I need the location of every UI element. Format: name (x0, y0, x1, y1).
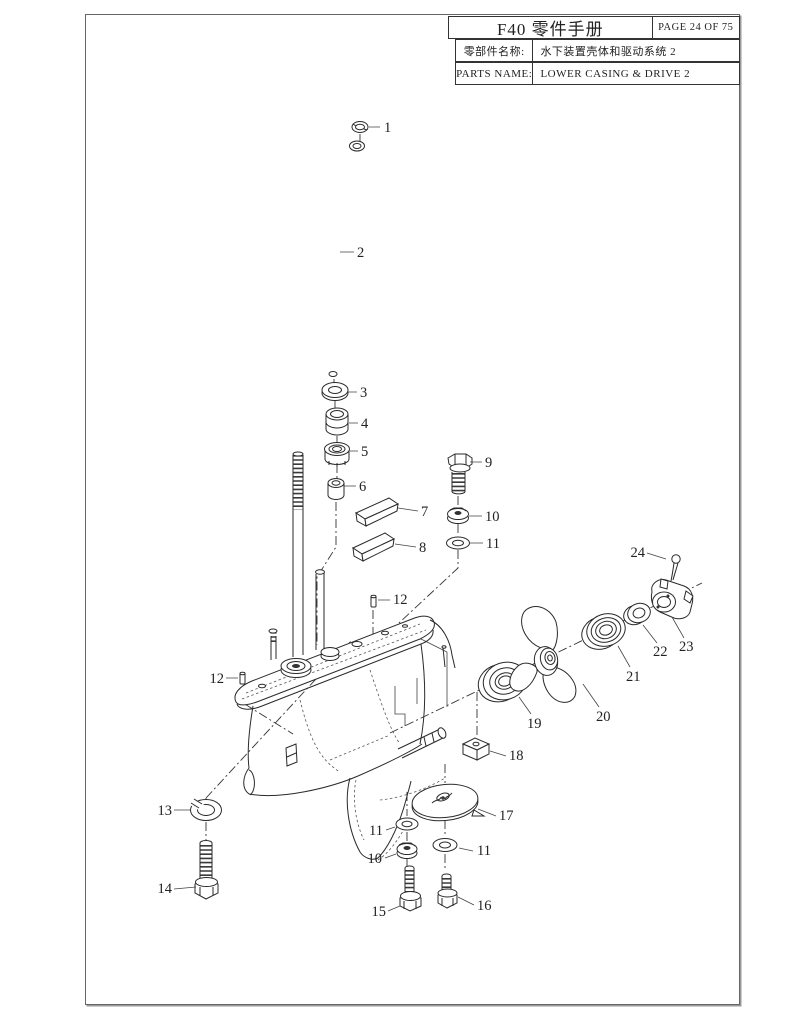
part-3-washer (321, 382, 349, 401)
callout-2: 2 (357, 245, 364, 261)
callout-1: 1 (384, 120, 391, 136)
part-4-bushing (325, 407, 349, 436)
callout-6: 6 (359, 479, 366, 495)
callout-19: 19 (527, 716, 542, 732)
page-border (85, 14, 740, 1005)
center-lines (205, 134, 703, 871)
part-11-washer (446, 536, 470, 550)
part-21-spacer-bearing (581, 613, 626, 650)
part-24-cotter-pin (670, 554, 681, 582)
callout-10: 10 (485, 509, 500, 525)
callout-21: 21 (626, 669, 641, 685)
callout-18: 18 (509, 748, 524, 764)
callout-numbers: 1 2 3 4 5 6 7 8 9 10 11 12 12 13 14 15 1… (158, 120, 694, 920)
part-13-spring-washer (190, 798, 222, 821)
part-10-flange-nut-bottom (396, 842, 418, 859)
callout-leaders (173, 126, 685, 912)
part-12-pin-top (370, 594, 377, 608)
callout-11c: 11 (477, 843, 491, 859)
part-15-bolt (399, 865, 422, 912)
part-9-hex-bolt (447, 453, 473, 495)
part-11-washer-bottom-right (432, 838, 458, 852)
lower-casing-drawing (234, 451, 456, 861)
callout-9: 9 (485, 455, 492, 471)
callout-12: 12 (393, 592, 408, 608)
part-14-bolt (194, 840, 219, 900)
callout-3: 3 (360, 385, 367, 401)
part-10-flange-nut (447, 507, 469, 524)
manual-title: F40 零件手册 (449, 17, 653, 39)
callout-22: 22 (653, 644, 668, 660)
callout-17: 17 (499, 808, 514, 824)
callout-13: 13 (158, 803, 173, 819)
title-block-row2: 零部件名称: 水下装置壳体和驱动系统 2 (455, 39, 740, 62)
title-block-row1: F40 零件手册 PAGE 24 OF 75 (448, 16, 740, 39)
part-11-washer-bottom-left (395, 817, 419, 831)
page-number: PAGE 24 OF 75 (658, 22, 734, 33)
callout-10b: 10 (368, 851, 383, 867)
callout-5: 5 (361, 444, 368, 460)
part-7-anode-wedge (354, 497, 400, 527)
part-23-castle-nut (650, 578, 694, 620)
part-1-grommet (351, 121, 369, 133)
callout-20: 20 (596, 709, 611, 725)
callout-11b: 11 (369, 823, 383, 839)
callout-4: 4 (361, 416, 369, 432)
part-5-flanged-bushing (324, 442, 350, 467)
callout-24: 24 (631, 545, 646, 561)
part-12-pin-left (239, 671, 246, 685)
parts-name-value-cn: 水下装置壳体和驱动系统 2 (540, 45, 677, 58)
callout-23: 23 (679, 639, 694, 655)
parts-name-label-cn: 零部件名称: (456, 40, 534, 61)
part-22-washer (623, 602, 651, 626)
callout-11: 11 (486, 536, 500, 552)
callout-12b: 12 (210, 671, 225, 687)
callout-8: 8 (419, 540, 426, 556)
callout-7: 7 (421, 504, 428, 520)
callout-15: 15 (372, 904, 387, 920)
part-2-water-tube (328, 140, 365, 377)
title-block-row3: PARTS NAME: LOWER CASING & DRIVE 2 (455, 62, 740, 85)
part-16-bolt (437, 873, 458, 909)
part-6-bushing (327, 478, 345, 500)
part-20-propeller (509, 606, 577, 703)
callout-14: 14 (158, 881, 173, 897)
part-8-anode-wedge (351, 532, 396, 562)
part-18-nut-block (461, 737, 491, 761)
parts-name-label-en: PARTS NAME: (456, 63, 534, 84)
part-17-trim-tab-plate (411, 783, 486, 822)
callout-16: 16 (477, 898, 492, 914)
parts-name-value-en: LOWER CASING & DRIVE 2 (540, 67, 691, 80)
